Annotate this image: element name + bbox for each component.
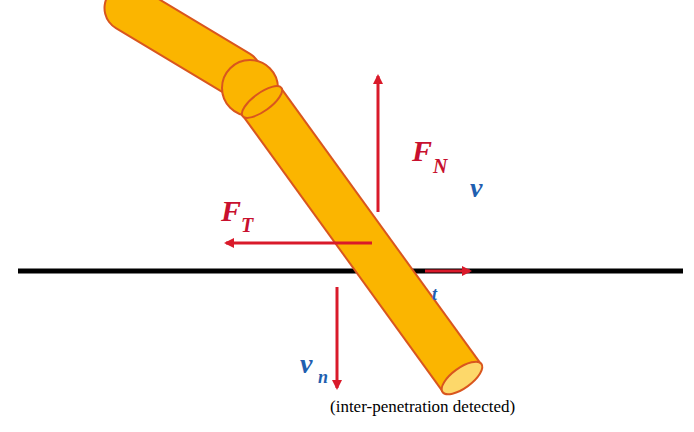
tangential-velocity-arrow	[425, 270, 470, 273]
normal-force-arrow	[377, 76, 380, 212]
caption-note: (inter-penetration detected)	[330, 398, 515, 415]
tangential-force-arrow	[226, 242, 372, 245]
robot-arm	[128, 8, 487, 400]
normal-velocity-arrow	[336, 287, 339, 388]
force-subscript: T	[241, 215, 253, 235]
force-symbol: F	[221, 196, 241, 226]
velocity-symbol: v	[300, 350, 312, 378]
velocity-subscript: t	[432, 285, 437, 303]
ground-line	[18, 269, 683, 274]
force-subscript: N	[433, 156, 447, 176]
velocity-symbol: v	[470, 174, 482, 202]
velocity-subscript: n	[318, 368, 328, 386]
force-symbol: F	[412, 136, 432, 166]
